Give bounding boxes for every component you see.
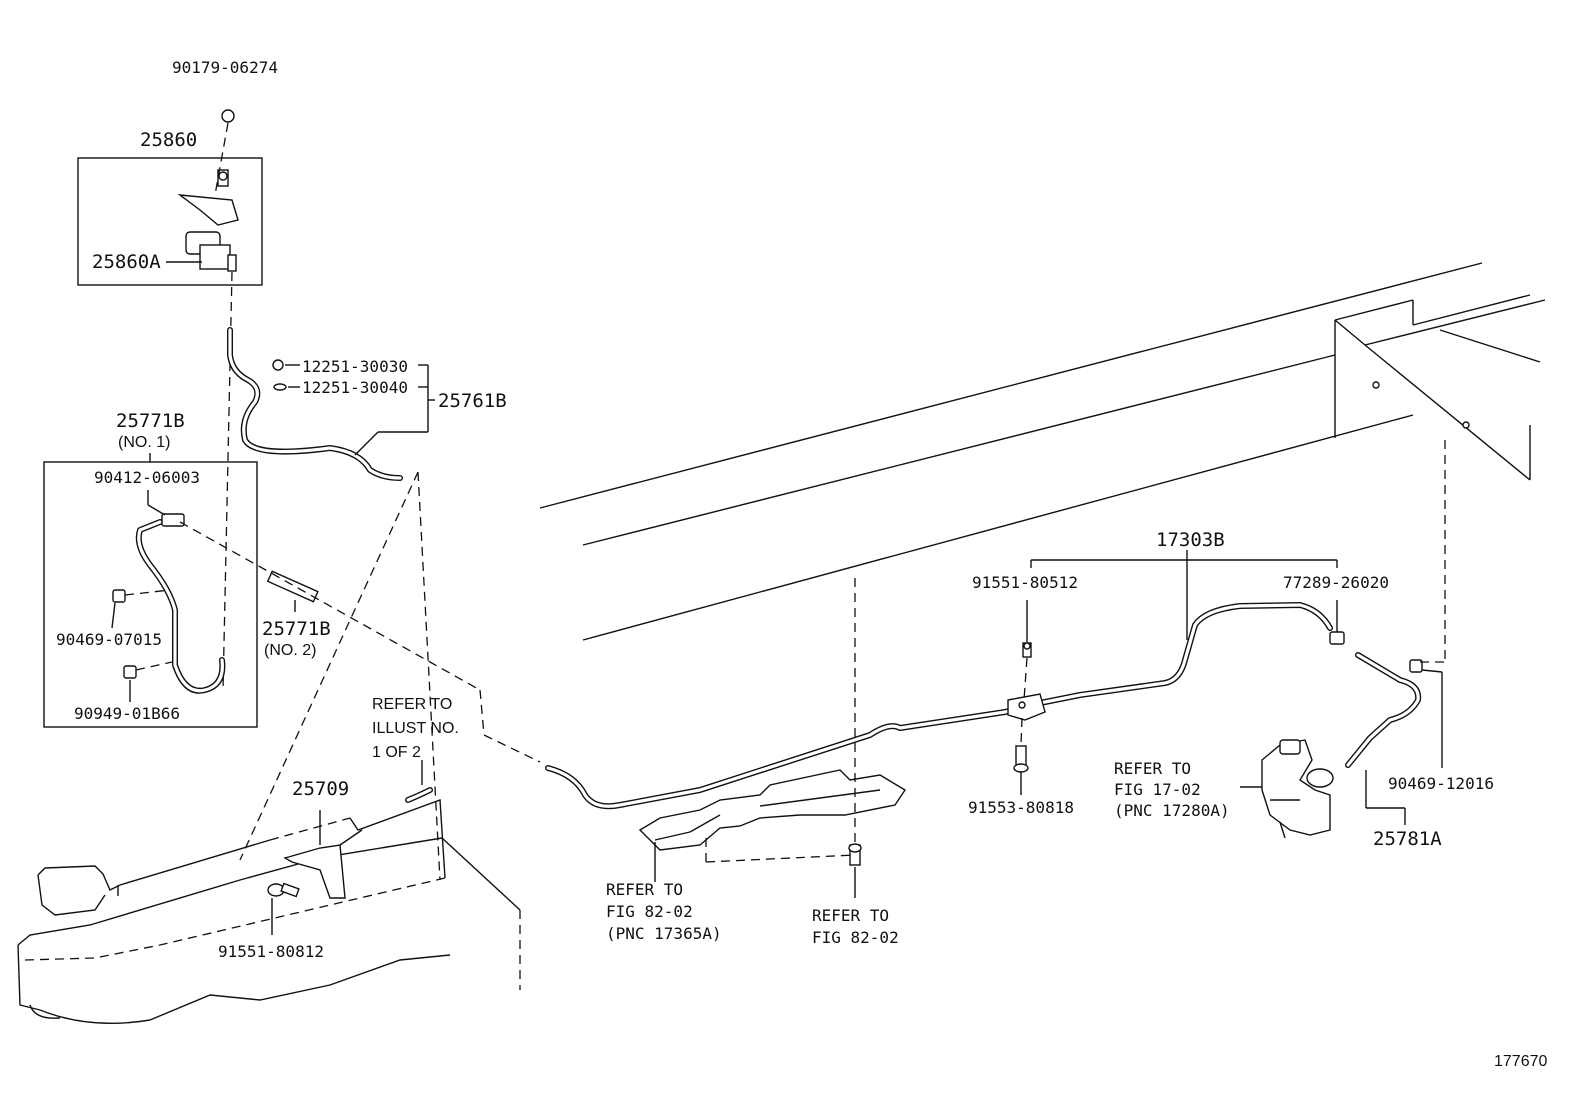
clip-90179-icon xyxy=(221,109,235,123)
label-no2: (NO. 2) xyxy=(264,642,316,659)
crossmember xyxy=(638,769,906,851)
bolt-91551-80512 xyxy=(1022,600,1032,701)
part-group-25860 xyxy=(77,157,263,286)
label-25761B: 25761B xyxy=(438,390,507,412)
ref-illust-line3: 1 OF 2 xyxy=(372,744,421,761)
leader-17303B xyxy=(1030,550,1338,640)
label-77289-26020: 77289-26020 xyxy=(1283,573,1389,592)
label-90469-12016: 90469-12016 xyxy=(1388,774,1494,793)
vehicle-frame xyxy=(539,262,1546,641)
label-12251-30030: 12251-30030 xyxy=(302,357,408,376)
ref-fig82-b-line2: FIG 82-02 xyxy=(812,928,899,947)
label-91553-80818: 91553-80818 xyxy=(968,798,1074,817)
leader-25761B xyxy=(354,364,435,456)
label-17303B: 17303B xyxy=(1156,529,1225,551)
pipe-hanger-bracket xyxy=(1007,693,1046,721)
bolt-91551-80812 xyxy=(267,882,300,935)
label-90949-01B66: 90949-01B66 xyxy=(74,704,180,723)
pipe-25781A xyxy=(1345,652,1443,825)
label-25709: 25709 xyxy=(292,778,349,800)
label-91551-80512: 91551-80512 xyxy=(972,573,1078,592)
bolt-91553-80818 xyxy=(1013,717,1029,795)
engine-block xyxy=(17,799,521,1025)
label-25771B-no2: 25771B xyxy=(262,618,331,640)
bolt-crossmember xyxy=(848,843,862,898)
figure-id: 177670 xyxy=(1494,1053,1547,1070)
ref-fig17-line1: REFER TO xyxy=(1114,759,1191,778)
label-90469-07015: 90469-07015 xyxy=(56,630,162,649)
ref-fig82-a-line3: (PNC 17365A) xyxy=(606,924,722,943)
label-91551-80812: 91551-80812 xyxy=(218,942,324,961)
label-25860A: 25860A xyxy=(92,251,161,273)
ref-fig17-line2: FIG 17-02 xyxy=(1114,780,1201,799)
ref-illust-line2: ILLUST NO. xyxy=(372,720,459,737)
bracket-25709 xyxy=(283,810,363,899)
exhaust-assembly-17280A xyxy=(1240,739,1334,839)
label-25860: 25860 xyxy=(140,129,197,151)
label-no1: (NO. 1) xyxy=(118,434,170,451)
hose-25771B-no2 xyxy=(266,570,319,612)
ref-illust-line1: REFER TO xyxy=(372,696,452,713)
hose-25761B xyxy=(227,327,403,481)
label-25771B-no1: 25771B xyxy=(116,410,185,432)
clip-77289-26020 xyxy=(1329,600,1345,645)
label-90412-06003: 90412-06003 xyxy=(94,468,200,487)
part-group-25771B-no1 xyxy=(43,453,258,728)
main-pipe-17303B xyxy=(545,602,1333,810)
label-12251-30040: 12251-30040 xyxy=(302,378,408,397)
ref-fig17-line3: (PNC 17280A) xyxy=(1114,801,1230,820)
ref-fig82-a-line1: REFER TO xyxy=(606,880,683,899)
ref-fig82-b-line1: REFER TO xyxy=(812,906,889,925)
label-25781A: 25781A xyxy=(1373,828,1442,850)
ref-fig82-a-line2: FIG 82-02 xyxy=(606,902,693,921)
label-90179-06274: 90179-06274 xyxy=(172,58,278,77)
